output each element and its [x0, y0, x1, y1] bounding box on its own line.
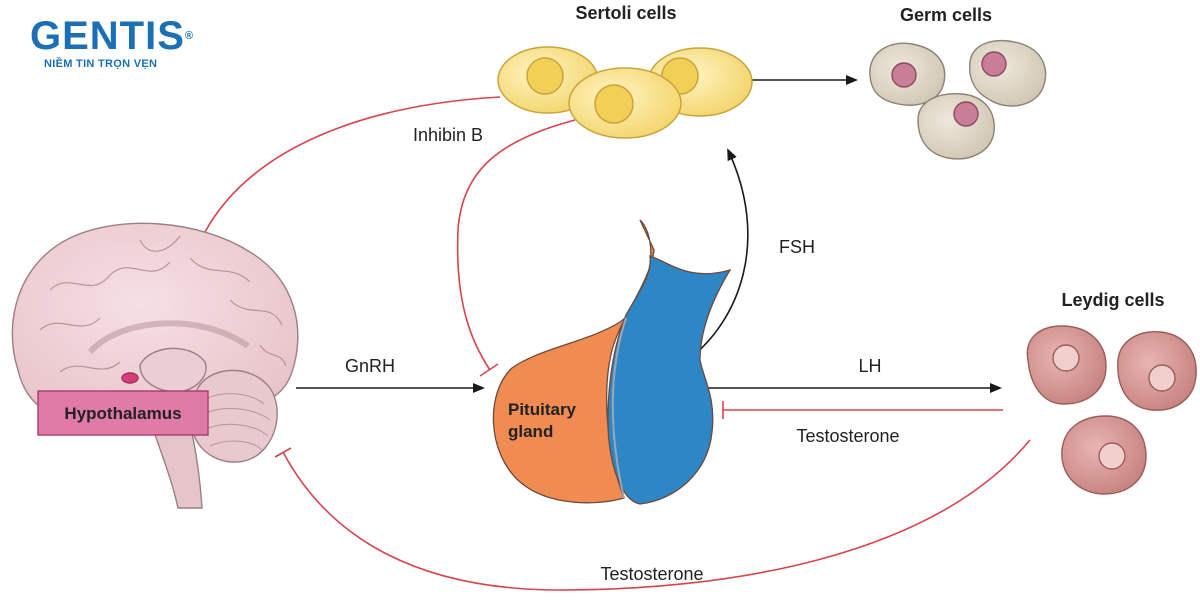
- pituitary-posterior-lobe: [607, 255, 732, 505]
- thalamus: [139, 347, 207, 393]
- fsh-label: FSH: [779, 237, 815, 257]
- lh-label: LH: [858, 356, 881, 376]
- germ-nucleus: [953, 101, 979, 127]
- inhibin-to-hypothalamus-line: [204, 96, 501, 233]
- leydig-cells: [1026, 325, 1197, 495]
- hypothalamus-label-box: Hypothalamus: [37, 390, 209, 436]
- cerebellum: [191, 369, 278, 463]
- germ-cells: [869, 39, 1047, 160]
- leydig-cells-label: Leydig cells: [1061, 290, 1164, 310]
- gnrh-label: GnRH: [345, 356, 395, 376]
- hypothalamus-inhibit-bar-bottom: [274, 447, 292, 458]
- testosterone-label-right: Testosterone: [796, 426, 899, 446]
- germ-cell: [917, 93, 995, 160]
- pituitary-anterior-lobe: [492, 219, 655, 504]
- inhibitory-feedback-lines: [195, 96, 1031, 591]
- brain-illustration: [11, 222, 299, 509]
- inhibin-to-pituitary-line: [456, 119, 576, 371]
- brainstem: [148, 419, 203, 509]
- pituitary-gland: [492, 219, 732, 505]
- logo-tagline: NIỀM TIN TRỌN VẸN: [44, 58, 158, 70]
- sertoli-nucleus: [594, 84, 634, 124]
- fsh-arrow: [687, 148, 749, 361]
- pituitary-label-line2: gland: [508, 422, 553, 441]
- sertoli-cells-label: Sertoli cells: [575, 3, 676, 23]
- testosterone-to-hypothalamus-line: [282, 439, 1031, 591]
- logo-text: GENTIS: [30, 14, 185, 58]
- hypothalamus-spot: [121, 372, 139, 384]
- stimulatory-arrows: [296, 75, 1002, 393]
- leydig-nucleus: [1098, 442, 1126, 470]
- leydig-nucleus: [1148, 364, 1176, 392]
- sertoli-nucleus: [526, 57, 564, 95]
- germ-nucleus: [891, 62, 917, 88]
- testosterone-label-bottom: Testosterone: [600, 564, 703, 584]
- registered-mark: ®: [184, 30, 195, 42]
- germ-cells-label: Germ cells: [900, 5, 992, 25]
- corpus-callosum: [87, 320, 250, 355]
- logo-wordmark: GENTIS®: [30, 14, 194, 58]
- sertoli-cells: [497, 46, 753, 139]
- hypothalamus-label: Hypothalamus: [64, 404, 181, 423]
- brand-logo: GENTIS® NIỀM TIN TRỌN VẸN: [30, 14, 194, 70]
- inhibin-b-label: Inhibin B: [413, 125, 483, 145]
- brain-folds: [39, 235, 287, 373]
- pituitary-divider: [611, 317, 627, 499]
- pituitary-label-line1: Pituitary: [508, 400, 577, 419]
- leydig-nucleus: [1052, 344, 1080, 372]
- pituitary-inhibit-bar-top: [479, 363, 499, 377]
- germ-nucleus: [981, 51, 1007, 77]
- germ-cell: [968, 39, 1047, 107]
